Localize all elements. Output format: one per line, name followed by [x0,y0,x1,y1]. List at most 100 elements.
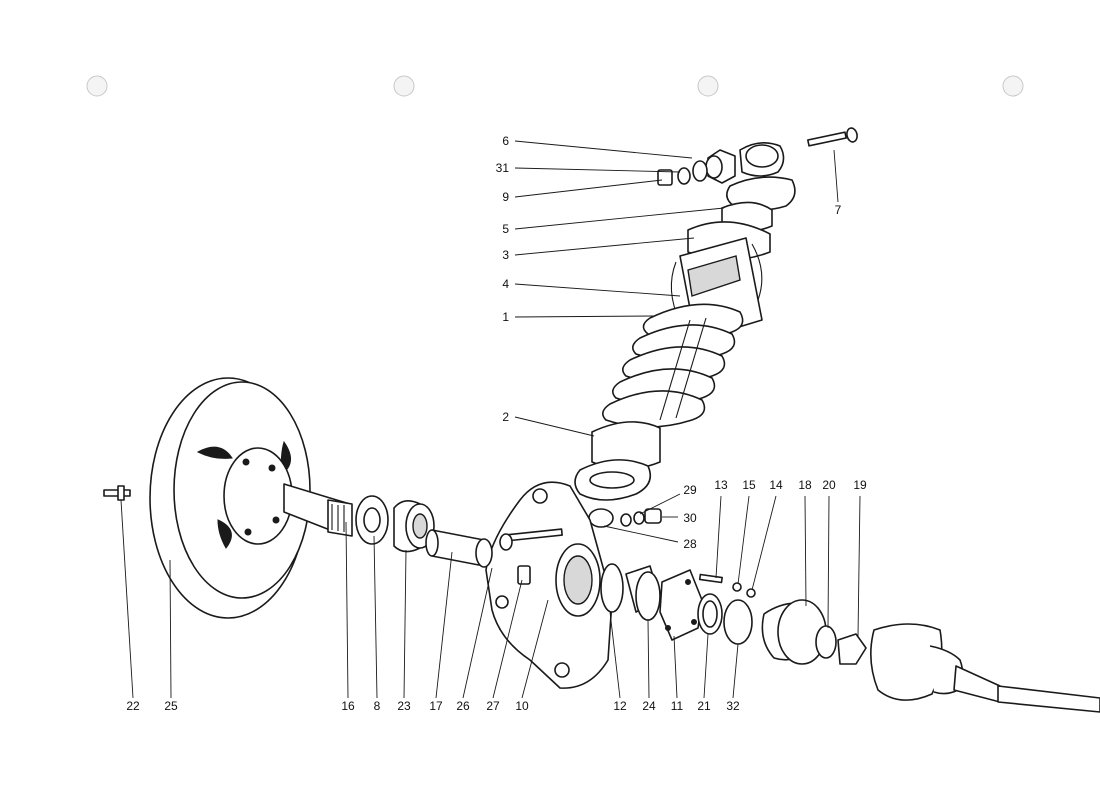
upper-mount [721,176,796,233]
callout-number: 11 [671,699,684,713]
leader-line [857,495,861,637]
callout-23: 23 [397,549,411,713]
leader-line [169,559,172,699]
callout-25: 25 [164,559,178,713]
callout-29: 29 [639,483,697,515]
callout-18: 18 [798,478,812,607]
leader-line [514,179,663,198]
leader-line [373,535,378,699]
leader-line [514,416,595,437]
lower-fasteners [588,508,662,528]
mounting-bolt [806,127,858,147]
callout-number: 18 [798,478,812,492]
leader-line [833,149,839,203]
leader-line [403,549,407,699]
leader-line [521,599,549,699]
callout-15: 15 [737,478,756,585]
callout-number: 12 [613,699,627,713]
leader-line [639,493,681,515]
callout-number: 3 [502,248,509,262]
callout-number: 8 [374,699,381,713]
callout-number: 10 [515,699,529,713]
leader-line [514,140,693,159]
callout-3: 3 [502,237,695,262]
leader-line [120,499,134,699]
callout-number: 13 [714,478,728,492]
callout-9: 9 [502,179,663,204]
callout-number: 17 [429,699,443,713]
callout-22: 22 [120,499,140,713]
callout-number: 26 [456,699,470,713]
leader-line [732,643,739,699]
leader-line [514,237,695,256]
callout-10: 10 [515,599,549,713]
callout-20: 20 [822,478,836,629]
leader-line [804,495,807,607]
leader-line [673,635,678,699]
callout-21: 21 [697,633,711,713]
hub-carrier [485,481,613,689]
coil-spring [602,303,744,428]
leader-line [514,283,681,297]
leader-line [514,207,725,230]
callout-number: 14 [769,478,783,492]
leader-line [603,525,679,543]
leader-line [514,167,681,173]
callout-number: 27 [486,699,500,713]
callout-31: 31 [496,161,681,175]
callout-number: 7 [835,203,842,217]
callout-17: 17 [429,551,453,713]
callout-26: 26 [456,567,493,713]
leader-line [514,315,655,318]
callout-number: 23 [397,699,411,713]
callout-11: 11 [671,635,684,713]
callout-5: 5 [502,207,725,236]
callout-number: 4 [502,277,509,291]
callout-32: 32 [726,643,740,713]
callout-number: 22 [126,699,140,713]
leader-line [609,611,621,699]
spring-lower-seat [574,421,661,501]
callout-number: 28 [683,537,697,551]
callout-4: 4 [502,277,681,297]
leader-line [751,495,777,591]
callout-number: 31 [496,161,510,175]
callout-2: 2 [502,410,595,437]
callout-27: 27 [486,579,523,713]
callout-number: 25 [164,699,178,713]
callout-6: 6 [502,134,693,159]
callout-14: 14 [751,478,783,591]
callout-number: 19 [853,478,867,492]
leader-line [435,551,453,699]
callout-number: 29 [683,483,697,497]
shock-absorber-assembly [574,127,858,528]
callout-1: 1 [502,310,655,324]
callout-16: 16 [341,521,355,713]
callout-number: 1 [502,310,509,324]
callout-number: 30 [683,511,697,525]
callout-7: 7 [833,149,842,217]
washer-and-nut [657,160,708,186]
callout-number: 9 [502,190,509,204]
callout-28: 28 [603,525,697,551]
callout-8: 8 [373,535,381,713]
binder-holes [86,75,1024,97]
brake-disc-assembly [103,377,493,619]
callout-number: 32 [726,699,740,713]
callout-number: 21 [697,699,711,713]
callout-13: 13 [714,478,728,579]
callout-number: 20 [822,478,836,492]
leader-line [647,619,650,699]
callout-number: 16 [341,699,355,713]
callout-12: 12 [609,611,627,713]
inner-hub-assembly [600,563,1100,713]
callout-30: 30 [662,511,697,525]
callout-24: 24 [642,619,656,713]
leader-line [345,521,349,699]
callout-number: 6 [502,134,509,148]
leader-line [827,495,830,629]
leader-line [462,567,493,699]
top-eye-bushing [705,142,785,184]
